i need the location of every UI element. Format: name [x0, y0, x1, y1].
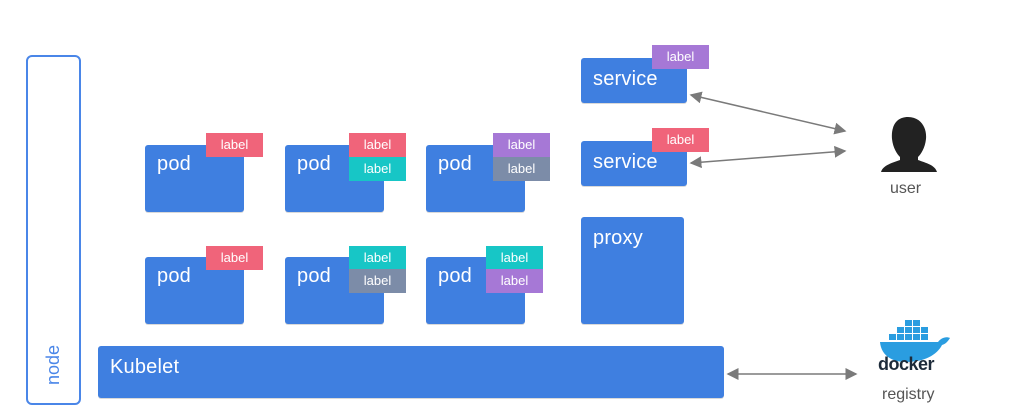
- label-tag: label: [349, 269, 406, 293]
- registry-label: registry: [882, 386, 935, 403]
- label-tag: label: [486, 246, 543, 270]
- service-label: service: [593, 151, 658, 173]
- service-label: service: [593, 68, 658, 90]
- pod-label: pod: [297, 153, 331, 175]
- proxy-label: proxy: [593, 227, 643, 249]
- label-tag: label: [493, 133, 550, 157]
- kubelet-bar[interactable]: Kubelet: [98, 346, 724, 398]
- kubelet-label: Kubelet: [110, 356, 180, 378]
- label-tag: label: [206, 246, 263, 270]
- node-frame: [26, 55, 81, 405]
- label-tag: label: [493, 157, 550, 181]
- pod-box[interactable]: pod: [145, 145, 244, 212]
- arrow-service2-user: [689, 145, 847, 169]
- pod-label: pod: [157, 265, 191, 287]
- pod-label: pod: [157, 153, 191, 175]
- pod-label: pod: [297, 265, 331, 287]
- user-label: user: [890, 180, 922, 197]
- proxy-box[interactable]: proxy: [581, 217, 684, 324]
- label-tag: label: [349, 133, 406, 157]
- label-tag: label: [652, 45, 709, 69]
- pod-label: pod: [438, 265, 472, 287]
- label-tag: label: [349, 246, 406, 270]
- arrow-service1-user: [689, 91, 847, 135]
- label-tag: label: [486, 269, 543, 293]
- docker-logo-text: docker: [878, 354, 935, 374]
- pod-label: pod: [438, 153, 472, 175]
- label-tag: label: [349, 157, 406, 181]
- label-tag: label: [206, 133, 263, 157]
